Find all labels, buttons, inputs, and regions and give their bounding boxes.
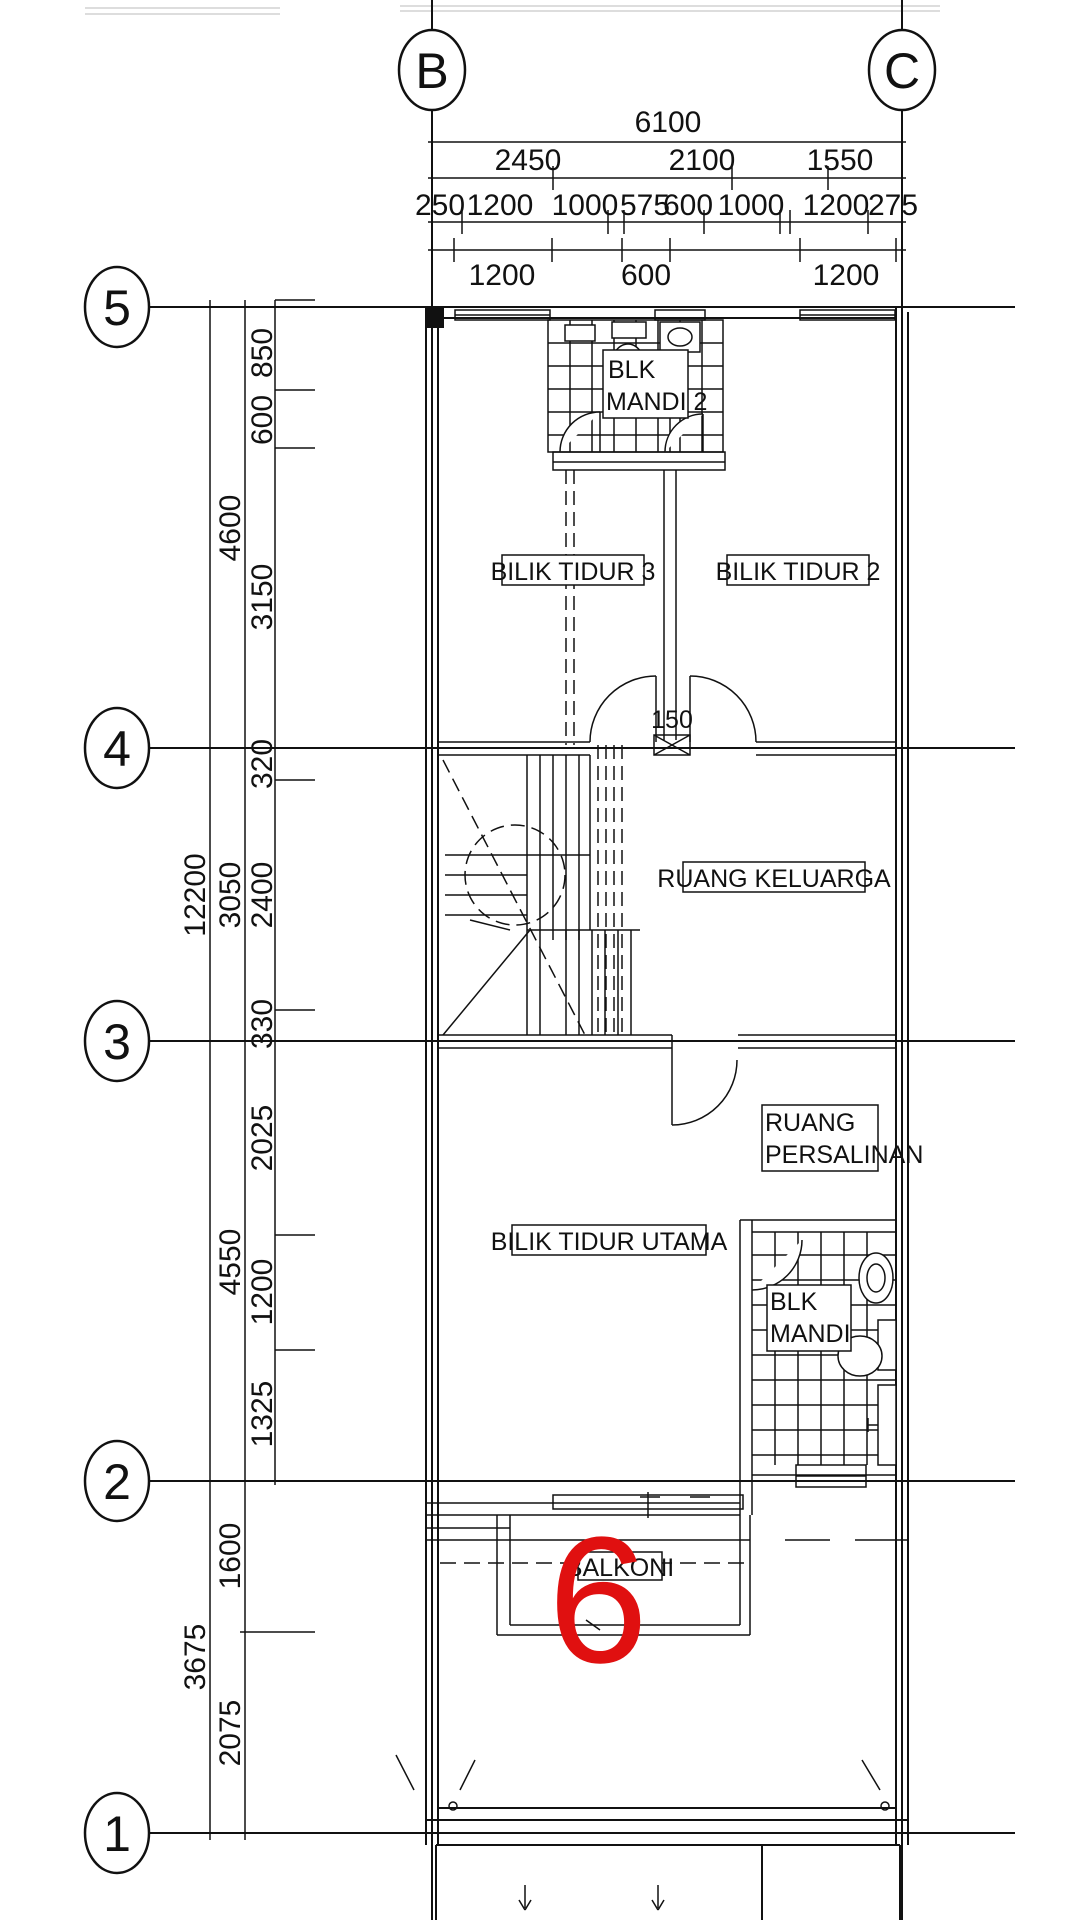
grid-label-3: 3 (103, 1014, 131, 1070)
label-family-room: RUANG KELUARGA (657, 861, 891, 893)
dim-top-1200b: 1200 (803, 189, 870, 222)
dim-top-2450: 2450 (495, 144, 562, 177)
family-room-text: RUANG KELUARGA (657, 865, 891, 893)
master-bathroom (739, 1219, 897, 1488)
grid-bubble-3 (83, 999, 151, 1083)
grid-bubble-1 (83, 1791, 151, 1875)
drain-markers (395, 1754, 890, 1911)
wall-grid-4 (438, 675, 896, 756)
dim-left-600: 600 (246, 395, 279, 445)
dressing-room-line2: PERSALINAN (765, 1141, 923, 1169)
grid-bubble-c (867, 28, 937, 112)
grid-label-4: 4 (103, 721, 131, 777)
door-dim-150: 150 (651, 706, 693, 734)
grid-bubble-5 (83, 265, 151, 349)
top-dimension-lines (428, 130, 906, 262)
balcony-text: BALKONI (566, 1554, 674, 1582)
top-dimension-labels: 6100 2450 2100 1550 250 1200 1000 575 60… (415, 106, 918, 292)
label-bedroom-2: BILIK TIDUR 2 (716, 554, 881, 586)
dim-top-250: 250 (415, 189, 465, 222)
bathroom-2-line2: MANDI 2 (606, 388, 707, 416)
grid-bubbles (83, 28, 937, 1875)
master-bathroom-line2: MANDI (770, 1320, 851, 1348)
dim-left-1200: 1200 (246, 1259, 279, 1326)
dim-top-total: 6100 (635, 106, 702, 139)
dim-window-600: 600 (621, 259, 671, 292)
dim-left-2075: 2075 (214, 1700, 247, 1767)
left-dimension-labels: 12200 4600 3050 4550 3675 850 600 3150 3… (179, 328, 279, 1766)
label-balcony: BALKONI (566, 1551, 674, 1582)
dim-top-275: 275 (868, 189, 918, 222)
left-dimension-lines (205, 299, 315, 1840)
hidden-lines (565, 470, 623, 1035)
dim-left-1325: 1325 (246, 1381, 279, 1448)
staircase (442, 755, 640, 1036)
wall-grid-3 (438, 1034, 896, 1126)
label-dressing-room: RUANG PERSALINAN (761, 1104, 923, 1172)
grid-label-2: 2 (103, 1454, 131, 1510)
bedroom-partition (663, 470, 677, 740)
label-master-bedroom: BILIK TIDUR UTAMA (491, 1224, 728, 1256)
balcony (426, 1474, 908, 1636)
dim-left-2025: 2025 (246, 1105, 279, 1172)
label-bathroom-2: BLK MANDI 2 (602, 349, 707, 419)
red-annotation-6: 6 (548, 1500, 648, 1701)
dim-left-1600: 1600 (214, 1523, 247, 1590)
dim-left-2400: 2400 (246, 862, 279, 929)
dim-left-4550: 4550 (214, 1229, 247, 1296)
bathroom-2-line1: BLK (608, 356, 656, 384)
grid-bubble-b (397, 28, 467, 112)
master-bedroom-text: BILIK TIDUR UTAMA (491, 1228, 728, 1256)
grid-label-1: 1 (103, 1806, 131, 1862)
dim-top-1550: 1550 (807, 144, 874, 177)
dim-left-total: 12200 (179, 853, 212, 936)
dim-left-850: 850 (246, 328, 279, 378)
dim-window-1200b: 1200 (813, 259, 880, 292)
grid-bubble-2 (83, 1439, 151, 1523)
stair-dashed-circle (442, 759, 586, 1036)
dim-top-1000b: 1000 (718, 189, 785, 222)
header-noise (85, 5, 940, 15)
dim-top-600: 600 (663, 189, 713, 222)
dim-left-3150: 3150 (246, 564, 279, 631)
grid-bubble-4 (83, 706, 151, 790)
dim-left-4600: 4600 (214, 495, 247, 562)
dim-left-3675: 3675 (179, 1624, 212, 1691)
dim-top-1200a: 1200 (467, 189, 534, 222)
dim-left-320: 320 (246, 739, 279, 789)
label-master-bathroom: BLK MANDI (766, 1284, 852, 1352)
master-bathroom-line1: BLK (770, 1288, 818, 1316)
label-bedroom-3: BILIK TIDUR 3 (491, 554, 656, 586)
grid-labels: B C 5 4 3 2 1 (103, 43, 920, 1862)
dim-top-2100: 2100 (669, 144, 736, 177)
dim-top-575: 575 (620, 189, 670, 222)
dim-window-1200a: 1200 (469, 259, 536, 292)
grid-label-5: 5 (103, 280, 131, 336)
dim-left-330: 330 (246, 999, 279, 1049)
dim-left-3050: 3050 (214, 862, 247, 929)
exterior-walls (425, 306, 909, 1920)
dressing-room-line1: RUANG (765, 1109, 855, 1137)
bedroom-2-text: BILIK TIDUR 2 (716, 558, 881, 586)
dim-top-1000a: 1000 (552, 189, 619, 222)
grid-label-c: C (884, 43, 920, 99)
grid-label-b: B (415, 43, 448, 99)
bedroom-3-text: BILIK TIDUR 3 (491, 558, 656, 586)
